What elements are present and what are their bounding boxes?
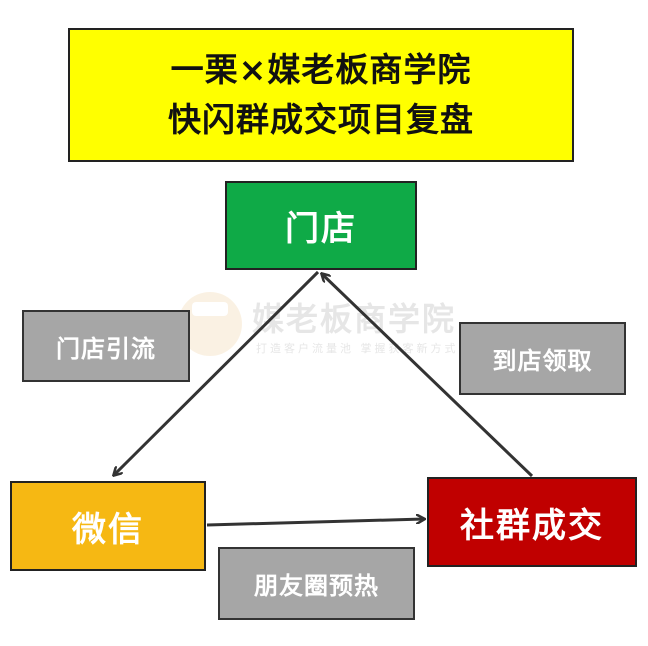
title-box: 一栗×媒老板商学院 快闪群成交项目复盘	[68, 28, 574, 162]
node-wechat: 微信	[10, 481, 206, 571]
arrow-community-to-store	[322, 274, 534, 478]
title-line-2: 快闪群成交项目复盘	[168, 100, 474, 139]
edge-label-moments-warmup: 朋友圈预热	[218, 547, 415, 620]
title-line-1: 一栗×媒老板商学院	[170, 50, 472, 89]
edge-label-store-pickup: 到店领取	[459, 322, 626, 395]
node-store: 门店	[225, 181, 417, 270]
node-community: 社群成交	[427, 477, 637, 567]
arrow-store-to-wechat	[114, 270, 320, 475]
arrow-wechat-to-community	[206, 519, 424, 527]
edge-label-store-diversion: 门店引流	[22, 310, 190, 382]
